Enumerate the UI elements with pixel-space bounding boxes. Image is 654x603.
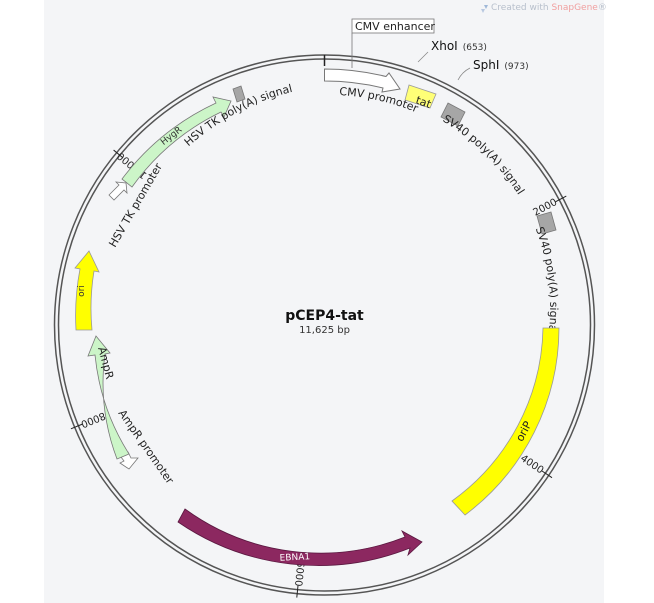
ebna1-arrow — [177, 508, 423, 566]
tat-label: tat — [414, 94, 434, 112]
tick-mark — [113, 149, 124, 159]
ori-arrow — [74, 250, 100, 331]
ori-label: ori — [77, 285, 87, 297]
orip-bar — [451, 327, 560, 516]
cmv-promoter-arrow — [324, 68, 401, 93]
ampr-arrow — [87, 335, 130, 460]
tick-mark — [541, 470, 553, 479]
tick-label: 6000 — [292, 560, 306, 586]
tick-mark — [296, 585, 299, 598]
hygr-arrow — [121, 96, 232, 188]
map-panel — [44, 0, 604, 603]
site-sphi-pos: (973) — [504, 62, 528, 72]
credit-prefix: Created with — [491, 3, 551, 13]
site-xhoi-name: XhoI — [431, 39, 458, 53]
snapgene-logo: Created with SnapGene® — [481, 3, 607, 13]
hsv-tk-polya-box — [232, 85, 246, 103]
tat-arrow — [404, 84, 437, 109]
site-sphi-name: SphI — [473, 58, 499, 72]
tick-mark — [555, 195, 567, 203]
site-sphi[interactable]: SphI (973) — [457, 58, 529, 81]
sv40-polya-1-box — [440, 102, 466, 127]
tick-mark — [70, 423, 83, 430]
credit-mark: ® — [598, 3, 607, 13]
svg-text:XhoI(653): XhoI (653) — [431, 39, 487, 53]
plasmid-name: pCEP4-tat — [285, 308, 364, 324]
credit-brand: SnapGene — [551, 3, 598, 13]
cmv-enhancer-label: CMV enhancer — [355, 20, 435, 33]
cmv-enhancer-callout: CMV enhancer — [351, 18, 435, 68]
site-xhoi-pos: (653) — [463, 43, 487, 53]
svg-text:SphI(973): SphI (973) — [473, 58, 529, 72]
ebna1-label: EBNA1 — [279, 552, 310, 564]
hsv-tk-promoter-arrow — [108, 181, 128, 201]
sv40-polya-2-box — [536, 211, 557, 235]
site-xhoi[interactable]: XhoI (653) — [417, 39, 487, 63]
svg-text:Created with SnapGene®: Created with SnapGene® — [491, 3, 607, 13]
plasmid-length: 11,625 bp — [299, 325, 350, 336]
